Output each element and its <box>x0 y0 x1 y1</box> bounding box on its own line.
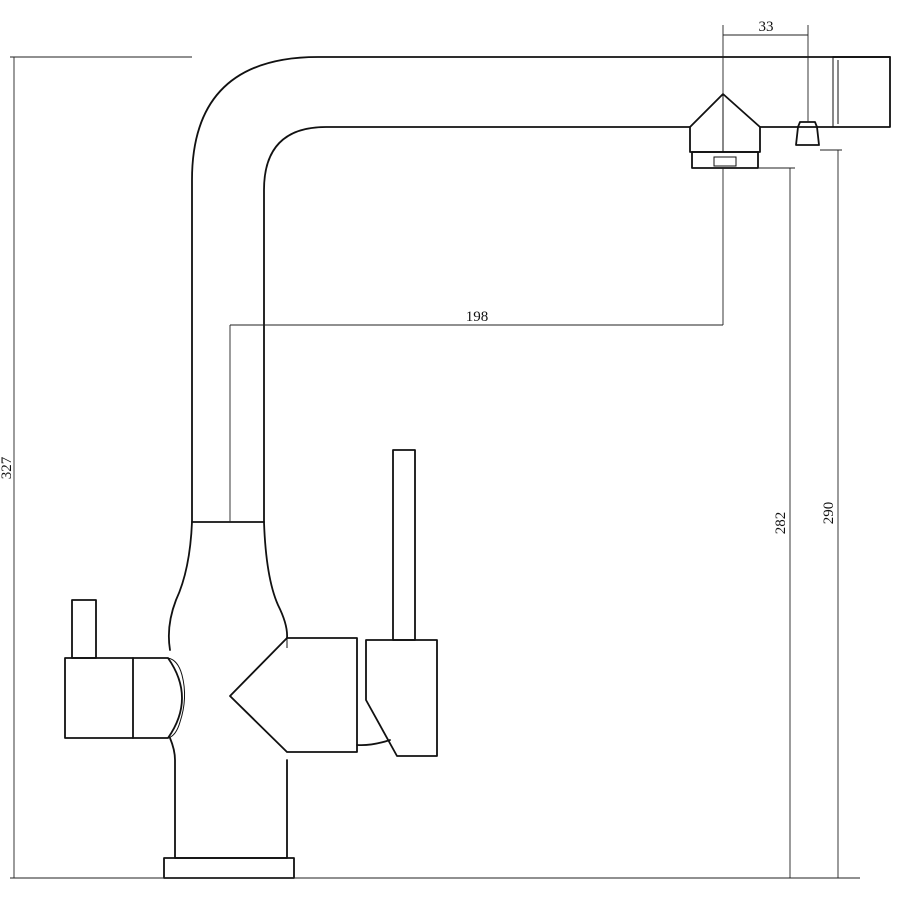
dimension-198: 198 <box>466 309 489 325</box>
lower-body <box>169 737 288 859</box>
dimension-33: 33 <box>759 19 774 35</box>
secondary-outlet <box>795 121 820 146</box>
base-plate <box>163 857 295 879</box>
body-left-contour <box>167 521 193 651</box>
right-cartridge-housing <box>229 637 358 753</box>
body-right-contour <box>263 521 288 639</box>
faucet-outline <box>64 56 891 879</box>
right-handle-block <box>365 639 438 757</box>
right-lever-stem <box>392 449 416 641</box>
right-handle-joint <box>356 739 391 747</box>
aerator-slot <box>713 156 737 167</box>
dimension-327: 327 <box>0 456 15 479</box>
dimension-282: 282 <box>773 512 789 535</box>
spout-inner-edge <box>263 126 691 523</box>
left-lever-stem <box>71 599 97 659</box>
outlet-nozzle <box>689 93 761 153</box>
left-knob-cap <box>132 657 183 739</box>
spout-tip <box>759 56 891 128</box>
left-knob-body <box>64 657 134 739</box>
dimension-290: 290 <box>821 502 837 525</box>
dimension-lines <box>10 25 860 879</box>
left-knob-rim <box>167 657 186 739</box>
spout-outer-edge <box>191 56 891 523</box>
